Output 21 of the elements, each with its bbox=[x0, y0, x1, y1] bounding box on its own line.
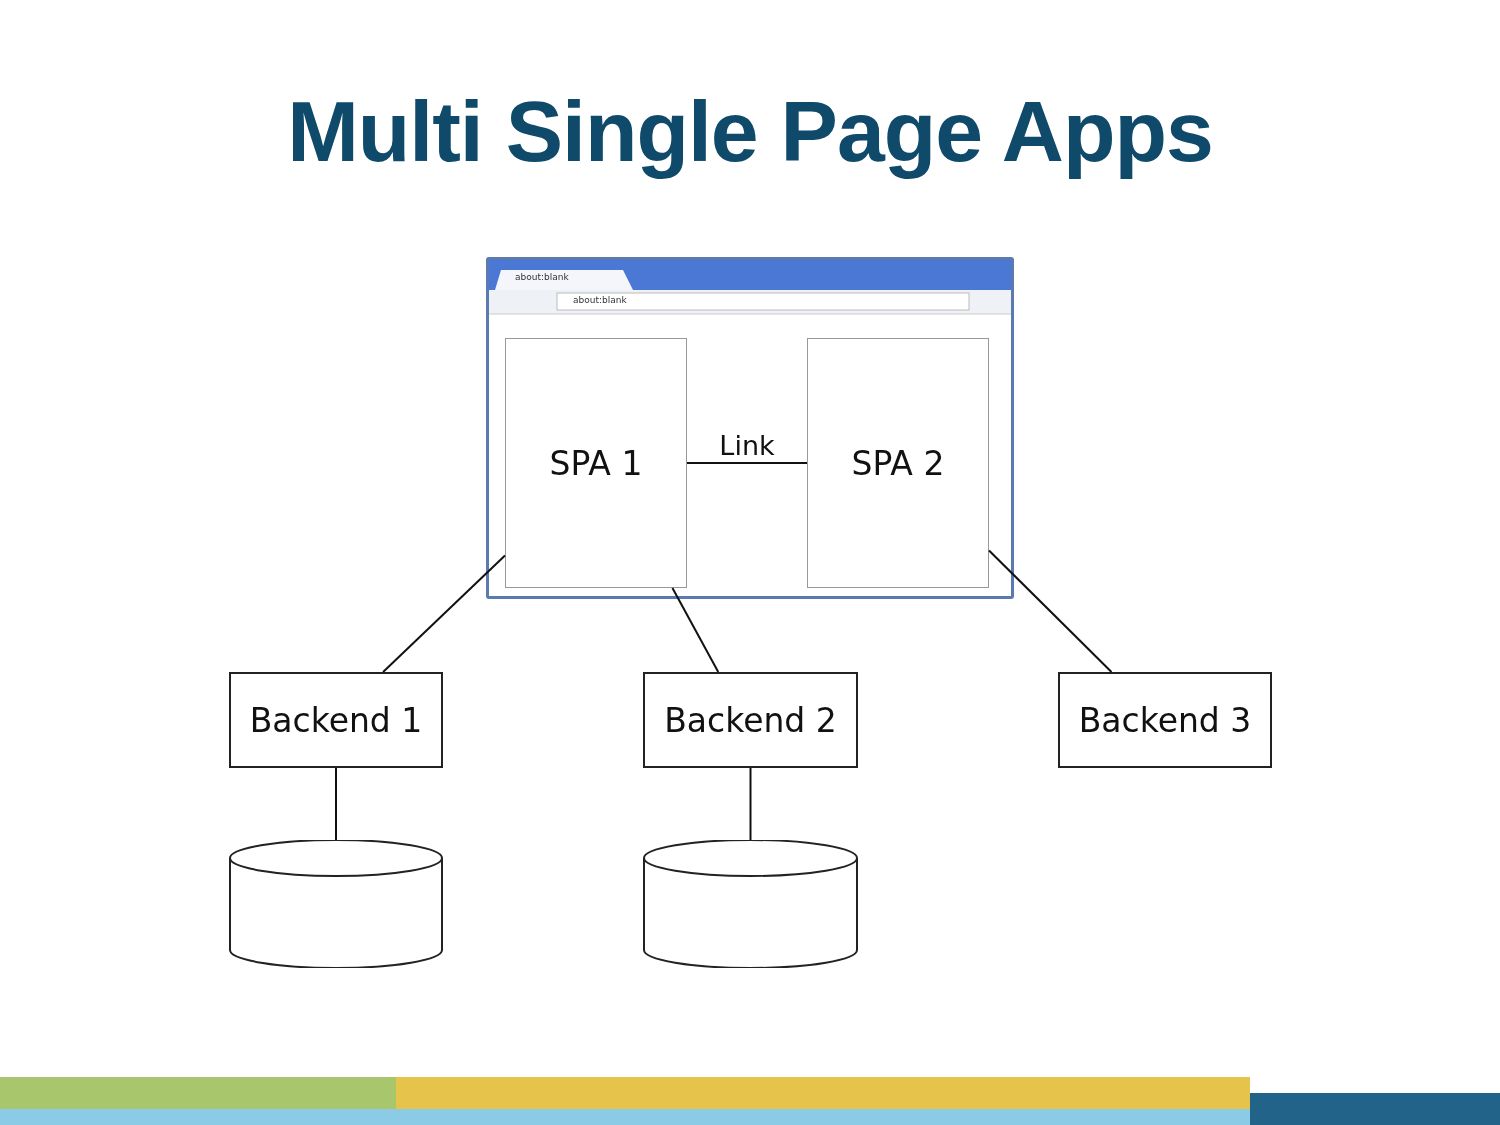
backend-box bbox=[229, 672, 443, 768]
node-label: Backend 3 bbox=[1078, 700, 1252, 740]
spa-box bbox=[505, 338, 687, 588]
backend-box bbox=[1058, 672, 1272, 768]
slide-title: Multi Single Page Apps bbox=[286, 82, 1214, 181]
tab-title: about:blank bbox=[515, 272, 569, 282]
database-cylinder bbox=[229, 840, 443, 968]
spa-box bbox=[807, 338, 989, 588]
node-label: SPA 1 bbox=[549, 443, 643, 483]
connector-line bbox=[749, 767, 752, 841]
node-label: SPA 2 bbox=[851, 443, 945, 483]
connector-line bbox=[671, 587, 720, 673]
backend-box bbox=[643, 672, 858, 768]
database-cylinder bbox=[643, 840, 858, 968]
connector-line bbox=[382, 554, 506, 673]
browser-window bbox=[486, 257, 1014, 599]
address-text: about:blank bbox=[573, 295, 627, 305]
node-label: Backend 2 bbox=[664, 700, 837, 740]
connector-line bbox=[335, 767, 337, 841]
node-label: Backend 1 bbox=[249, 700, 423, 740]
connector-line bbox=[686, 462, 808, 464]
